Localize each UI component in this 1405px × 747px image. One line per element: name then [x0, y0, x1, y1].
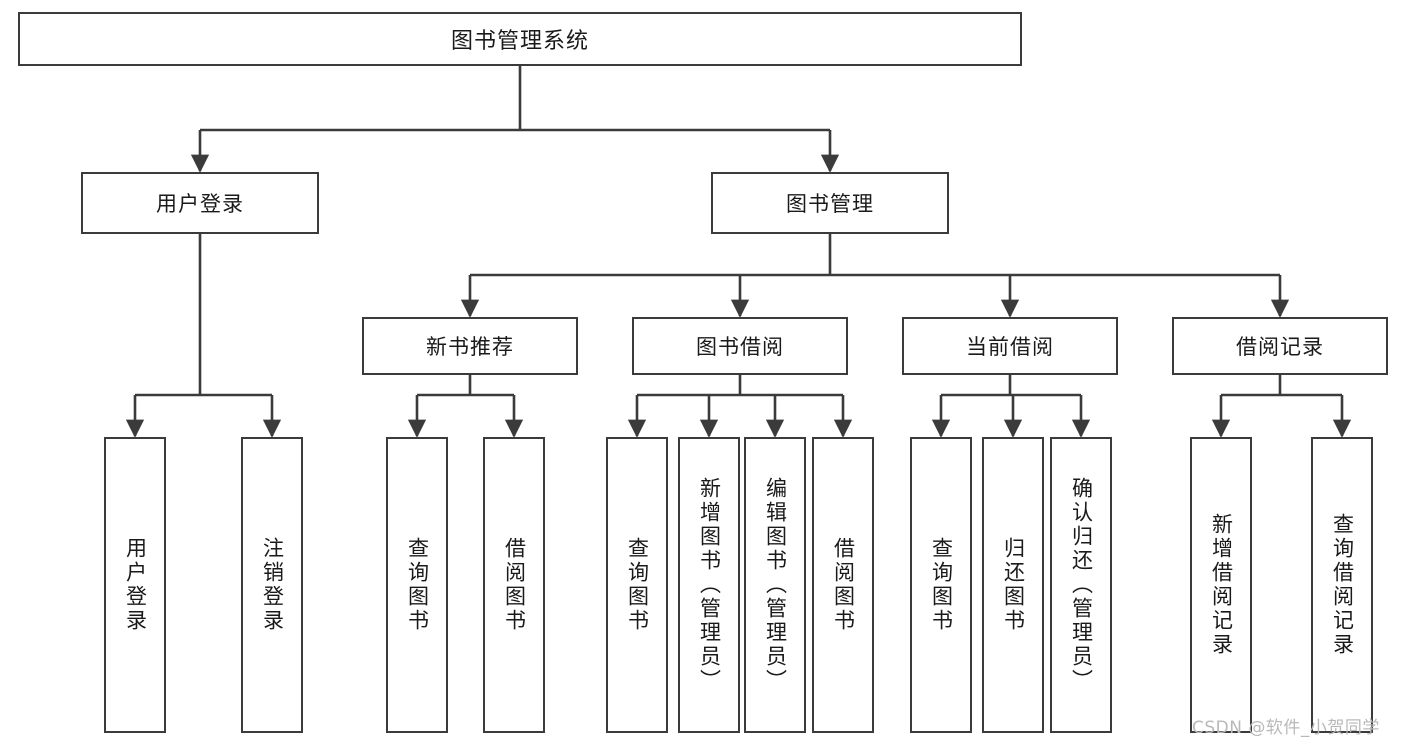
node-label: 用户登录 [156, 192, 244, 216]
node-root[interactable]: 图书管理系统 [18, 12, 1022, 66]
node-leaf-query-record[interactable]: 查询借阅记录 [1311, 437, 1373, 733]
node-label: 用户登录 [123, 537, 148, 633]
node-label: 借阅图书 [831, 537, 856, 633]
node-label: 确认归还（管理员） [1069, 477, 1094, 693]
node-label: 新书推荐 [426, 335, 514, 359]
node-label: 图书借阅 [696, 335, 784, 359]
node-leaf-edit-book[interactable]: 编辑图书（管理员） [744, 437, 806, 733]
csdn-watermark: CSDN @软件_小贺同学 [1192, 718, 1380, 738]
node-label: 借阅记录 [1236, 335, 1324, 359]
node-user-login[interactable]: 用户登录 [81, 172, 319, 234]
node-leaf-query-book-rec[interactable]: 查询图书 [386, 437, 448, 733]
node-leaf-borrow-book-rec[interactable]: 借阅图书 [483, 437, 545, 733]
node-label: 查询图书 [625, 537, 650, 633]
node-book-manage[interactable]: 图书管理 [711, 172, 949, 234]
node-leaf-user-login[interactable]: 用户登录 [104, 437, 166, 733]
node-leaf-confirm-return[interactable]: 确认归还（管理员） [1050, 437, 1112, 733]
node-leaf-query-book-borrow[interactable]: 查询图书 [606, 437, 668, 733]
node-leaf-borrow-book[interactable]: 借阅图书 [812, 437, 874, 733]
node-label: 借阅图书 [502, 537, 527, 633]
node-label: 查询图书 [405, 537, 430, 633]
node-new-book-rec[interactable]: 新书推荐 [362, 317, 578, 375]
node-label: 归还图书 [1001, 537, 1026, 633]
node-label: 图书管理 [786, 192, 874, 216]
node-borrow-record[interactable]: 借阅记录 [1172, 317, 1388, 375]
node-label: 注销登录 [260, 537, 285, 633]
node-leaf-query-book-cur[interactable]: 查询图书 [910, 437, 972, 733]
node-book-borrow[interactable]: 图书借阅 [632, 317, 848, 375]
node-label: 编辑图书（管理员） [763, 477, 788, 693]
node-leaf-add-record[interactable]: 新增借阅记录 [1190, 437, 1252, 733]
node-label: 新增图书（管理员） [697, 477, 722, 693]
node-leaf-return-book[interactable]: 归还图书 [982, 437, 1044, 733]
node-current-borrow[interactable]: 当前借阅 [902, 317, 1118, 375]
node-label: 图书管理系统 [450, 29, 589, 54]
node-label: 查询图书 [929, 537, 954, 633]
node-label: 查询借阅记录 [1330, 513, 1355, 657]
node-leaf-logout[interactable]: 注销登录 [241, 437, 303, 733]
node-leaf-add-book[interactable]: 新增图书（管理员） [678, 437, 740, 733]
node-label: 当前借阅 [966, 335, 1054, 359]
node-label: 新增借阅记录 [1209, 513, 1234, 657]
